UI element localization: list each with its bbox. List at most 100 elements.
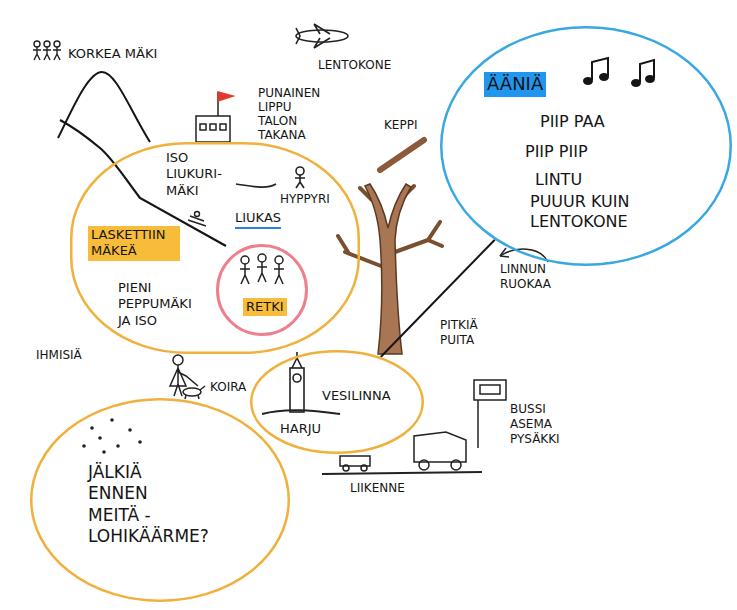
house-with-flag [196, 116, 230, 142]
node-text: PIIP PAA [540, 112, 605, 132]
traffic [361, 465, 367, 471]
traffic [340, 456, 370, 466]
sled [188, 216, 206, 226]
music-notes [592, 58, 608, 80]
house-with-flag [220, 124, 226, 130]
hill-people [53, 47, 61, 60]
node-text: PIENI PEPPUMÄKI JA ISO [118, 280, 202, 329]
sledding-region: ISO LIUKURI-MÄKI HYPPYRI LASKETTIIN MÄKEÄ L… [70, 142, 360, 354]
node-text: HARJU [280, 421, 321, 437]
person-and-dog [170, 355, 205, 399]
ski-jump [296, 167, 304, 175]
node-text: LIUKAS [235, 210, 281, 229]
trip-people [240, 254, 284, 284]
high-hill [58, 72, 150, 142]
footprints [116, 444, 120, 448]
trip-circle-border [218, 246, 307, 335]
hill-people [43, 47, 51, 60]
traffic [414, 432, 466, 462]
footprints [90, 426, 94, 430]
sketch-label: KORKEA MÄKI [68, 46, 157, 62]
node-text: PUUUR KUIN LENTOKONE [530, 192, 655, 232]
music-notes [584, 58, 654, 86]
hill-people [33, 41, 61, 60]
footprints [98, 436, 102, 440]
music-notes [584, 78, 592, 84]
tree [365, 184, 411, 354]
footprints [102, 450, 106, 454]
connector-line [381, 240, 495, 357]
bird-food-arrow [500, 248, 509, 257]
water-tower-ellipse-border [251, 351, 423, 453]
ski-jump [236, 184, 276, 187]
water-tower [292, 352, 302, 368]
traffic [419, 460, 429, 470]
hill-people [54, 41, 60, 47]
traffic [451, 460, 461, 470]
node-text: LINTU [535, 170, 582, 190]
water-tower [262, 352, 340, 414]
house-with-flag [210, 124, 216, 130]
sketch-label: LIIKENNE [350, 481, 405, 496]
house-with-flag [196, 92, 233, 142]
sketch-label: PUNAINEN LIPPU TALON TAKANA [258, 86, 328, 142]
sledding-region-border [71, 143, 359, 353]
hill-people [33, 47, 41, 60]
sketch-label: LINNUN RUOKAA [500, 262, 562, 292]
stick [380, 140, 424, 170]
bus-stop-sign [474, 380, 506, 448]
node-text: PIIP PIIP [525, 142, 588, 162]
tracks-ellipse-outline [30, 398, 290, 602]
house-with-flag [200, 124, 206, 130]
house-with-flag [218, 92, 233, 101]
node-text: ÄÄNIÄ [484, 72, 546, 97]
node-text: VESILINNA [322, 388, 391, 404]
tracks-ellipse: JÄLKIÄ ENNEN MEITÄ - LOHIKÄÄRME? [30, 398, 290, 602]
sketch-label: BUSSI ASEMA PYSÄKKI [510, 402, 572, 447]
ski-jump [295, 175, 305, 188]
person-and-dog [185, 386, 205, 399]
sled [195, 212, 200, 217]
person-and-dog [170, 365, 198, 396]
footprints [110, 418, 114, 422]
trip-people [241, 256, 249, 264]
sketch-label: KOIRA [210, 380, 246, 395]
traffic [343, 465, 349, 471]
traffic [322, 472, 482, 474]
music-notes [640, 60, 654, 82]
airplane [296, 24, 348, 48]
trip-people [258, 254, 266, 262]
footprints [82, 418, 142, 454]
tracks-ellipse-border [31, 399, 289, 601]
music-notes [600, 74, 608, 80]
trip-people [257, 262, 267, 282]
trip-people [274, 264, 284, 284]
node-text: JÄLKIÄ ENNEN MEITÄ - LOHIKÄÄRME? [88, 462, 188, 547]
node-text: LASKETTIIN MÄKEÄ [88, 226, 180, 261]
node-text: RETKI [243, 298, 287, 316]
music-notes [646, 76, 654, 82]
sketch-label: KEPPI [384, 118, 417, 133]
footprints [82, 444, 86, 448]
trip-circle: RETKI [216, 244, 308, 336]
ski-jump [236, 167, 305, 188]
bus-stop-sign [477, 400, 479, 448]
bus-stop-sign [474, 380, 506, 400]
water-tower-ellipse: VESILINNA HARJU [250, 350, 424, 454]
bus-stop-sign [480, 385, 500, 394]
water-tower [262, 410, 340, 414]
footprints [128, 428, 132, 432]
node-text: HYPPYRI [280, 192, 330, 207]
airplane [296, 24, 330, 48]
hill-people [34, 41, 40, 47]
sound-ellipse-border [441, 27, 731, 265]
footprints [138, 440, 142, 444]
node-text: ISO LIUKURI-MÄKI [166, 150, 236, 199]
trip-people [275, 256, 283, 264]
hill-people [44, 41, 50, 47]
sketch-label: PITKIÄ PUITA [440, 318, 498, 348]
sled [188, 212, 206, 227]
trip-people [240, 264, 250, 284]
water-tower [293, 374, 301, 382]
